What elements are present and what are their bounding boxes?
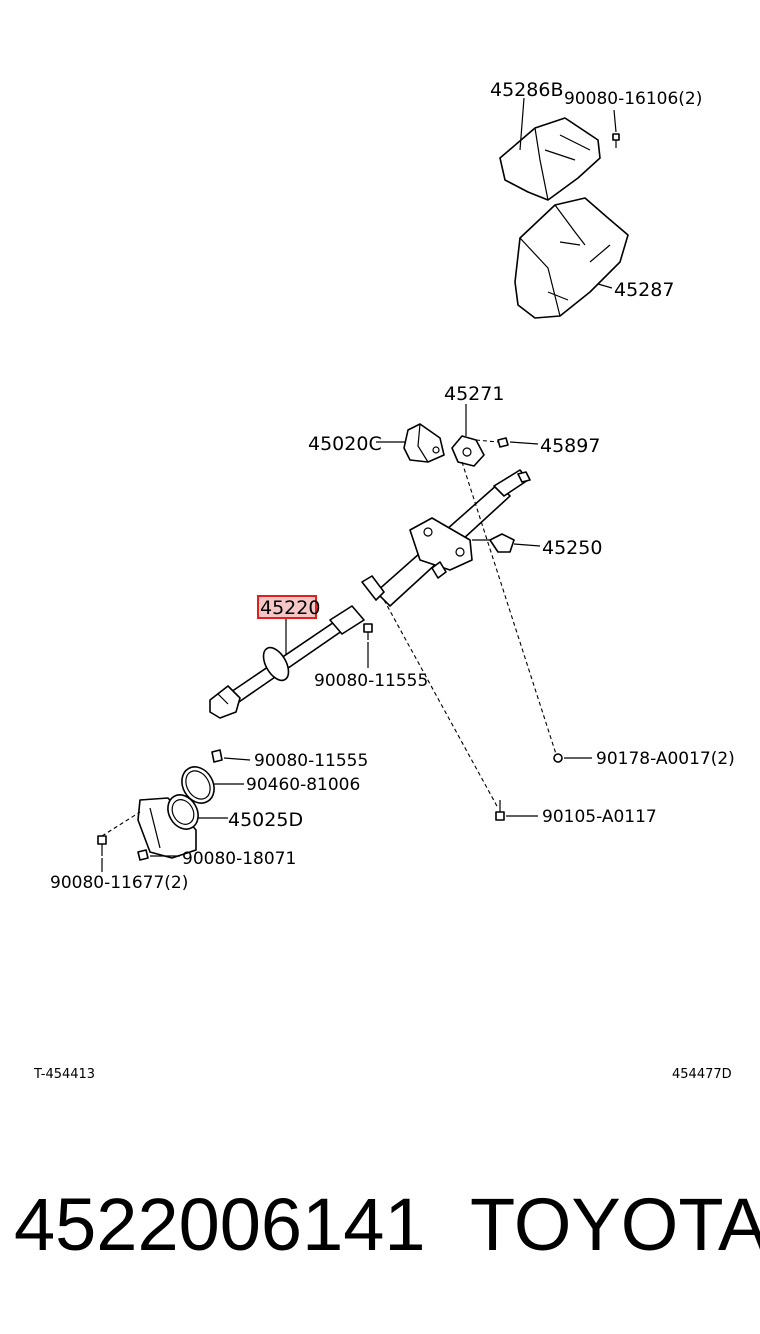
bolt-11677 (97, 835, 107, 856)
nut-a0017 (553, 753, 563, 763)
leader-lines (101, 97, 617, 872)
boot-45025d (137, 794, 199, 859)
highlight-45220: 45220 (257, 595, 320, 619)
label-45250: 45250 (542, 537, 602, 559)
label-90080-18071: 90080-18071 (182, 849, 296, 869)
bolt-a0117 (495, 800, 505, 821)
label-90178-a0017: 90178-A0017(2) (596, 749, 735, 769)
label-45271: 45271 (444, 383, 504, 405)
steering-column-45250 (361, 469, 531, 607)
lower-cover-45287 (514, 197, 629, 319)
bolt-11555-center (363, 623, 373, 640)
clip-45897 (497, 437, 509, 448)
ring-81006 (181, 766, 215, 804)
bracket-45271 (451, 435, 485, 467)
corner-code-right: 454477D (672, 1067, 732, 1082)
label-45287: 45287 (614, 279, 674, 301)
bracket-45020c (403, 423, 445, 463)
corner-code-left: T-454413 (33, 1067, 95, 1082)
label-90460-81006: 90460-81006 (246, 775, 360, 795)
screw-16106 (612, 133, 620, 148)
part-number: 4522006141 (14, 1183, 426, 1266)
label-45025d: 45025D (228, 809, 303, 831)
upper-cover-45286b (499, 117, 601, 201)
label-45897: 45897 (540, 435, 600, 457)
intermediate-shaft-45220 (209, 605, 365, 719)
label-90080-11677: 90080-11677(2) (50, 873, 188, 893)
label-45020c: 45020C (308, 433, 382, 455)
nut-18071 (137, 849, 149, 861)
label-45286b: 45286B (490, 79, 563, 101)
label-45220: 45220 (260, 597, 320, 619)
label-90080-11555-left: 90080-11555 (254, 751, 368, 771)
label-90080-11555-center: 90080-11555 (314, 671, 428, 691)
clip-11555-left (211, 749, 223, 763)
brand-name: TOYOTA (470, 1183, 760, 1266)
label-90080-16106: 90080-16106(2) (564, 89, 702, 109)
label-90105-a0117: 90105-A0117 (542, 807, 657, 827)
